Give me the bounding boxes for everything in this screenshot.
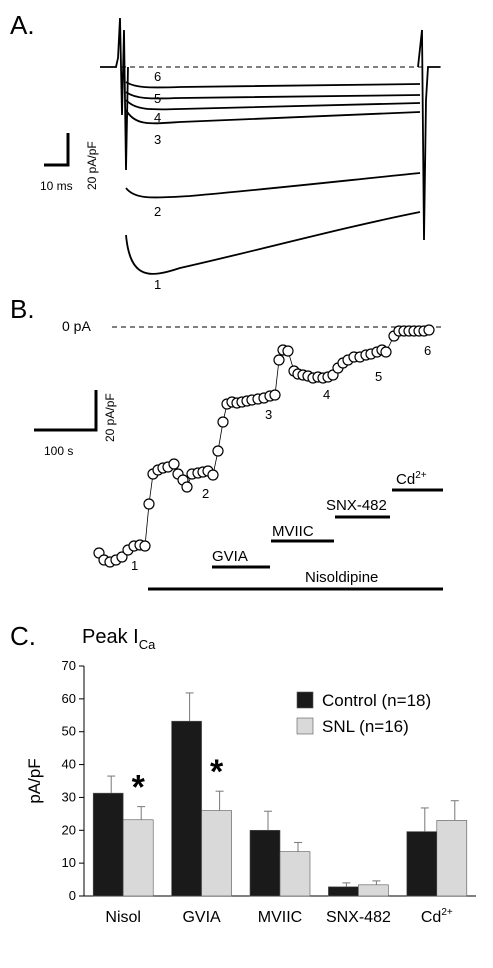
time-course-point — [282, 345, 294, 357]
legend-swatch — [296, 691, 314, 709]
panel-a-scale-bar — [44, 133, 70, 167]
x-tick-label: Nisol — [105, 909, 141, 926]
panel-b-point-label-4: 4 — [323, 387, 330, 402]
drug-label-snx482: SNX-482 — [326, 497, 387, 514]
panel-a-onset-artifact — [100, 17, 129, 171]
bar-control — [249, 829, 281, 897]
bar-control — [171, 720, 202, 897]
drug-label-gvia: GVIA — [212, 548, 248, 565]
panel-a-trace-4 — [125, 99, 421, 111]
bar-snl — [122, 819, 154, 897]
panel-c-title: Peak ICa — [82, 626, 156, 652]
time-course-point — [143, 498, 155, 510]
panel-b-point-label-2: 2 — [202, 486, 209, 501]
y-tick-label: 30 — [62, 789, 76, 804]
y-tick-label: 10 — [62, 855, 76, 870]
x-tick-label: MVIIC — [258, 909, 302, 926]
panel-b-point-label-5: 5 — [375, 369, 382, 384]
time-course-point — [181, 481, 193, 493]
panel-a-trace-1 — [125, 211, 421, 275]
panel-a-trace-label-2: 2 — [154, 204, 161, 219]
panel-b-scale-current: 20 pA/pF — [103, 393, 117, 442]
bar-chart: 0 10 20 30 40 50 60 70 pA/pF * Nisol * GVIA MVIIC SNX-… — [25, 658, 476, 926]
panel-a-trace-5 — [125, 91, 421, 100]
panel-b-zero-label: 0 pA — [62, 318, 91, 334]
time-course-point — [380, 346, 392, 358]
panel-b: B. 0 pA 1 2 3 4 5 6 100 s 20 pA/pF GVIA … — [10, 294, 443, 591]
bar-snl — [436, 820, 468, 897]
time-course-point — [207, 469, 219, 481]
panel-b-point-label-1: 1 — [131, 558, 138, 573]
y-axis-label: pA/pF — [25, 758, 44, 803]
time-course-point — [269, 389, 281, 401]
panel-a-label: A. — [10, 10, 35, 40]
panel-a-trace-label-6: 6 — [154, 69, 161, 84]
y-tick-label: 50 — [62, 724, 76, 739]
panel-b-time-course-line — [98, 329, 430, 563]
significance-marker: * — [132, 769, 146, 807]
drug-label-cd: Cd2+ — [396, 470, 427, 488]
panel-a-offset-artifact — [417, 29, 440, 241]
bar-snl — [358, 884, 389, 897]
time-course-point — [273, 354, 285, 366]
panel-a-trace-2 — [125, 172, 421, 199]
y-tick-label: 60 — [62, 691, 76, 706]
panel-b-scale-bar — [34, 390, 98, 432]
time-course-point — [168, 458, 180, 470]
panel-a-trace-3 — [125, 109, 421, 125]
legend-label: SNL (n=16) — [322, 717, 409, 736]
panel-a-trace-label-1: 1 — [154, 277, 161, 292]
y-tick-label: 40 — [62, 757, 76, 772]
time-course-point — [139, 540, 151, 552]
chart-legend: Control (n=18) SNL (n=16) — [296, 691, 431, 736]
bar-snl — [201, 810, 232, 897]
panel-b-point-label-6: 6 — [424, 343, 431, 358]
panel-a-scale-time: 10 ms — [40, 179, 73, 193]
panel-a: A. 6 5 4 3 2 1 10 ms 20 pA/pF — [10, 10, 442, 292]
panel-b-point-label-3: 3 — [265, 407, 272, 422]
time-course-point — [423, 324, 435, 336]
panel-a-trace-label-3: 3 — [154, 132, 161, 147]
drug-label-mviic: MVIIC — [272, 523, 314, 540]
x-tick-label: Cd2+ — [421, 907, 453, 926]
y-tick-label: 0 — [69, 888, 76, 903]
y-tick-label: 20 — [62, 822, 76, 837]
legend-label: Control (n=18) — [322, 691, 431, 710]
panel-b-label: B. — [10, 294, 35, 324]
significance-marker: * — [210, 753, 224, 791]
panel-b-time-course-points — [93, 324, 435, 568]
x-tick-label: GVIA — [182, 909, 221, 926]
bar-snl — [279, 851, 311, 897]
time-course-point — [217, 416, 229, 428]
bar-control — [328, 886, 359, 897]
bar-control — [406, 831, 438, 897]
drug-label-nisoldipine: Nisoldipine — [305, 569, 378, 586]
panel-a-trace-label-4: 4 — [154, 110, 161, 125]
panel-a-trace-label-5: 5 — [154, 91, 161, 106]
bar-control — [92, 792, 124, 897]
panel-a-scale-current: 20 pA/pF — [85, 141, 99, 190]
legend-swatch — [296, 717, 314, 735]
panel-c: C. Peak ICa 0 10 20 30 40 50 60 70 pA/pF * Nisol * G… — [10, 621, 476, 926]
panel-a-trace-6 — [125, 81, 421, 89]
time-course-point — [116, 551, 128, 563]
panel-c-label: C. — [10, 621, 36, 651]
x-tick-label: SNX-482 — [326, 909, 391, 926]
y-tick-label: 70 — [62, 658, 76, 673]
time-course-point — [212, 445, 224, 457]
panel-b-scale-time: 100 s — [44, 444, 73, 458]
